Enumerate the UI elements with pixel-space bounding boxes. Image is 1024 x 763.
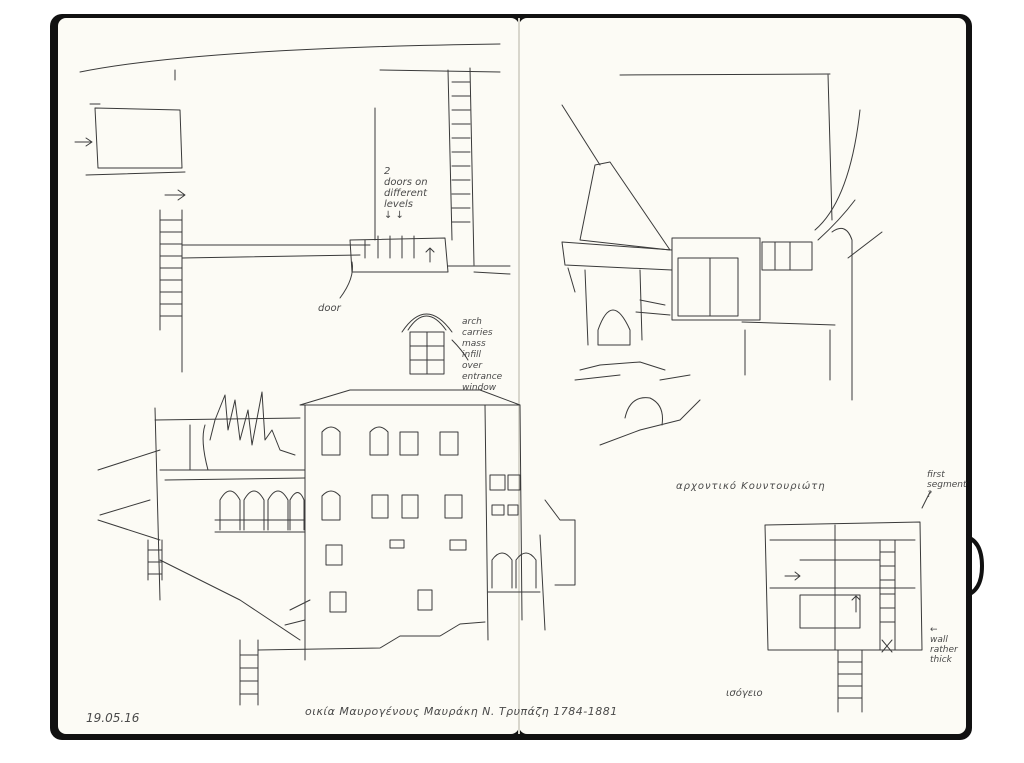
right-page <box>519 18 966 734</box>
notebook-strap <box>963 534 985 598</box>
left-page <box>58 18 519 734</box>
ink-lines <box>74 43 931 713</box>
